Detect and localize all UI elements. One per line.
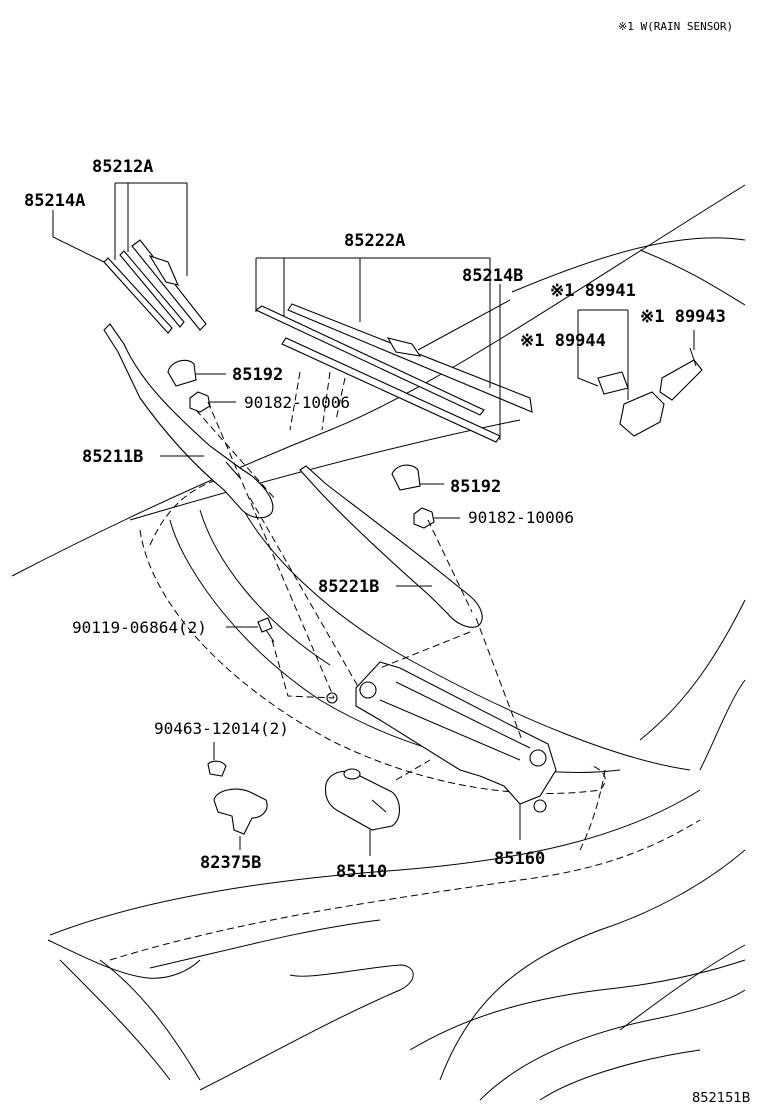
label-85160[interactable]: 85160 (494, 849, 545, 869)
label-82375B[interactable]: 82375B (200, 853, 261, 873)
wiper-motor-85110[interactable] (324, 768, 401, 831)
label-85192-lower[interactable]: 85192 (450, 477, 501, 497)
wiper-arm-85211B[interactable] (103, 323, 274, 519)
arm-cap-85192-upper[interactable] (167, 359, 197, 387)
arm-cap-85192-lower[interactable] (391, 464, 421, 491)
label-85211B[interactable]: 85211B (82, 447, 143, 467)
label-85110[interactable]: 85110 (336, 862, 387, 882)
bracket-82375B[interactable] (213, 788, 268, 835)
wiper-arm-85221B[interactable] (299, 465, 483, 628)
diagram-code: 852151B (692, 1091, 751, 1106)
label-90119-06864[interactable]: 90119-06864(2) (72, 618, 207, 637)
clip-90463-12014[interactable] (207, 760, 227, 777)
label-85214B[interactable]: 85214B (462, 266, 523, 286)
assembly-relation-lines (195, 371, 523, 781)
label-85192-upper[interactable]: 85192 (232, 365, 283, 385)
wiper-link-85160[interactable] (326, 661, 557, 813)
leader-lines (52, 182, 695, 856)
label-90182-upper[interactable]: 90182-10006 (244, 393, 350, 412)
wiper-blade-85222A[interactable] (254, 299, 533, 443)
nut-90182-upper[interactable] (189, 391, 211, 413)
label-89943[interactable]: ※1 89943 (640, 307, 726, 327)
bolt-90119-06864[interactable] (257, 617, 275, 643)
wiper-blade-85212A[interactable] (103, 239, 207, 334)
label-90463-12014[interactable]: 90463-12014(2) (154, 719, 289, 738)
label-90182-lower[interactable]: 90182-10006 (468, 508, 574, 527)
label-89944[interactable]: ※1 89944 (520, 331, 606, 351)
rain-sensor-parts[interactable] (597, 347, 703, 437)
vehicle-body-outline (11, 184, 746, 1101)
label-89941[interactable]: ※1 89941 (550, 281, 636, 301)
label-85214A[interactable]: 85214A (24, 191, 85, 211)
note-rain-sensor: ※1 W(RAIN SENSOR) (618, 20, 733, 33)
label-85221B[interactable]: 85221B (318, 577, 379, 597)
nut-90182-lower[interactable] (413, 507, 435, 529)
label-85212A[interactable]: 85212A (92, 157, 153, 177)
label-85222A[interactable]: 85222A (344, 231, 405, 251)
part-labels: ※1 W(RAIN SENSOR) 85212A 85214A 85222A 8… (24, 20, 751, 1106)
